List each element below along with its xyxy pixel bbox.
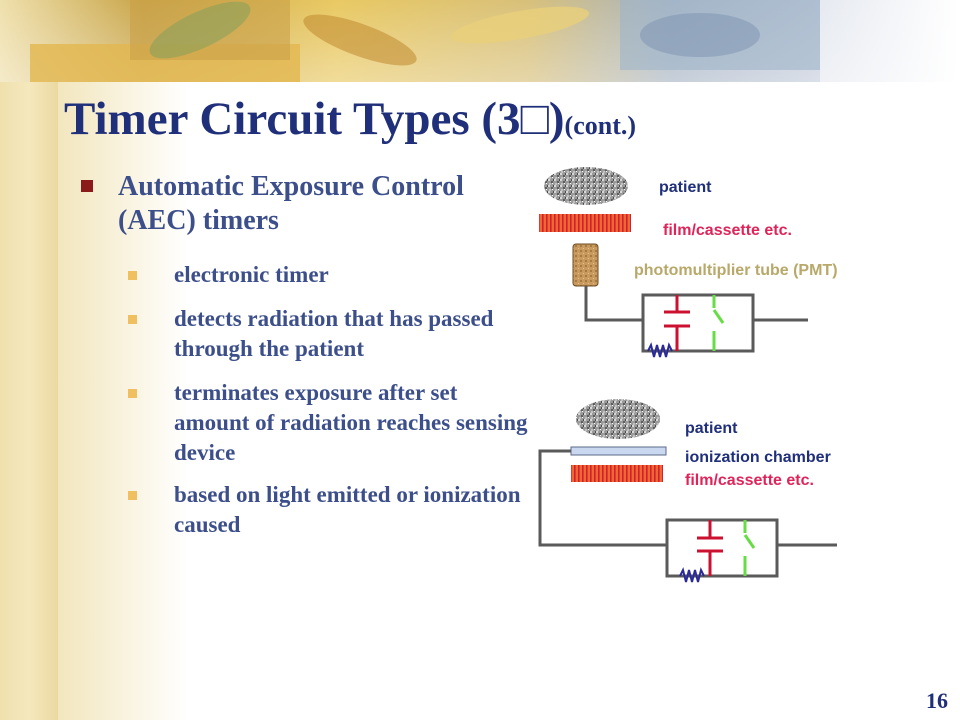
square-bullet-icon [128,491,137,500]
subbullet-detects-radiation: detects radiation that has passed throug… [78,304,528,364]
top-diagram: patient film/cassette etc. photomultipli… [539,167,838,358]
square-bullet-icon [128,271,137,280]
paper-texture-fade [58,0,188,720]
patient-shape-bottom [576,399,660,439]
aec-diagram: patient film/cassette etc. photomultipli… [538,167,838,583]
pmt-icon [572,243,599,287]
switch-icon-bottom [743,520,756,576]
pmt-label: photomultiplier tube (PMT) [634,262,838,279]
timer-circuit-top [584,286,808,353]
chamber-label: ionization chamber [685,449,831,466]
slide-title: Timer Circuit Types (3□)(cont.) [64,92,636,146]
capacitor-icon-top [664,295,690,351]
title-suffix: (cont.) [564,111,637,140]
square-bullet-icon [81,180,93,192]
patient-label-bottom: patient [685,420,738,437]
film-label-bottom: film/cassette etc. [685,472,814,489]
ionization-chamber [570,446,667,456]
square-bullet-icon [128,315,137,324]
subbullet-text: based on light emitted or ionization cau… [174,482,521,537]
bottom-diagram: patient ionization chamber film/cassette… [538,399,837,583]
patient-shape-top [544,167,628,205]
square-bullet-icon [128,389,137,398]
resistor-icon-top [647,342,673,358]
film-label-top: film/cassette etc. [663,222,792,239]
subbullet-light-or-ionization: based on light emitted or ionization cau… [78,480,528,540]
title-main: Timer Circuit Types (3□) [64,93,565,145]
switch-icon-top [712,295,725,351]
leaf-photo-banner [0,0,960,82]
capacitor-icon-bottom [697,520,723,576]
subbullet-electronic-timer: electronic timer [78,260,528,290]
resistor-icon-bottom [679,567,705,583]
timer-circuit-bottom [538,449,837,578]
page-number: 16 [926,688,948,713]
patient-label-top: patient [659,179,712,196]
paper-texture-strip [0,0,58,720]
bullet-aec-timers: Automatic Exposure Control (AEC) timers [78,170,528,238]
subbullet-text: terminates exposure after set amount of … [174,380,528,465]
subbullet-text: electronic timer [174,262,329,287]
bullet-text: Automatic Exposure Control (AEC) timers [118,171,464,236]
bullet-list: Automatic Exposure Control (AEC) timers … [78,170,528,540]
film-cassette-top [539,214,631,232]
film-cassette-bottom [571,465,663,482]
subbullet-text: detects radiation that has passed throug… [174,306,494,361]
subbullet-terminates-exposure: terminates exposure after set amount of … [78,378,528,468]
